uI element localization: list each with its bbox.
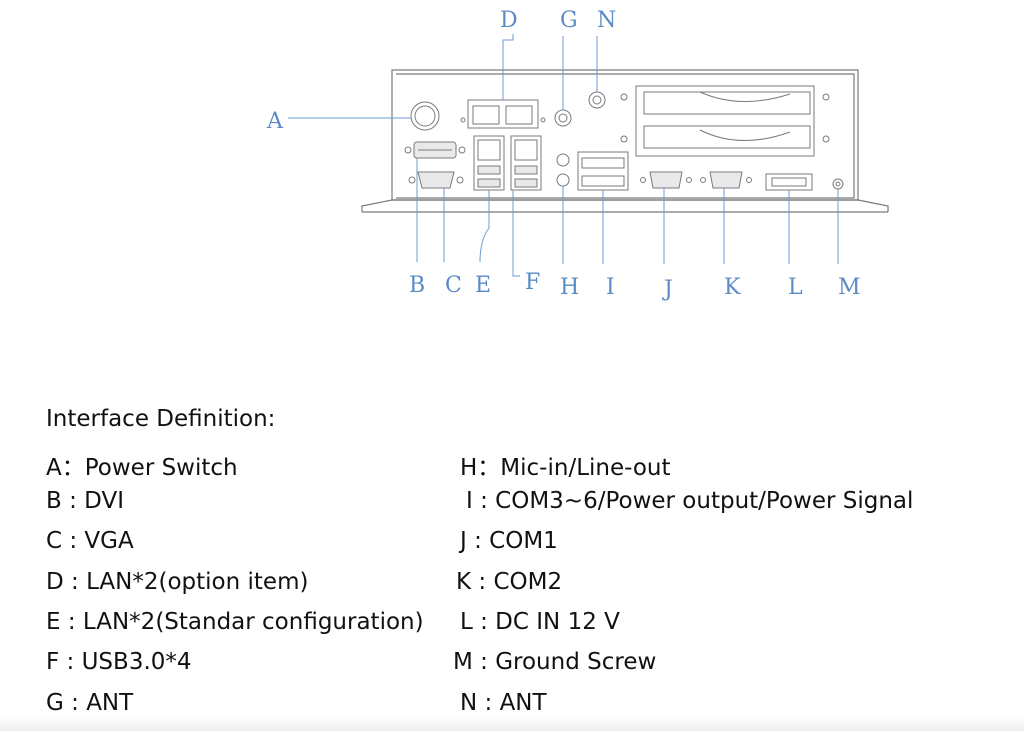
definition-g: G : ANT bbox=[46, 690, 134, 716]
fan-bay-part bbox=[620, 85, 830, 157]
definition-j: J : COM1 bbox=[460, 528, 558, 554]
callout-c: C bbox=[445, 273, 462, 298]
vga-port-part bbox=[408, 171, 464, 189]
definition-a: A：Power Switch bbox=[46, 455, 238, 481]
definition-h: H：Mic-in/Line-out bbox=[460, 455, 671, 481]
leader-lines bbox=[288, 34, 839, 277]
definition-b: B : DVI bbox=[46, 488, 124, 514]
chassis bbox=[361, 69, 889, 213]
callout-k: K bbox=[724, 275, 741, 300]
definition-k: K : COM2 bbox=[456, 569, 563, 595]
callout-l: L bbox=[788, 275, 803, 300]
definition-l: L : DC IN 12 V bbox=[460, 609, 620, 635]
com-ports-part bbox=[640, 171, 752, 189]
dvi-port-part bbox=[404, 141, 466, 159]
callout-a: A bbox=[266, 109, 284, 134]
definition-c: C : VGA bbox=[46, 528, 134, 554]
lan-usb-stacks-part bbox=[473, 135, 542, 191]
callout-j: J bbox=[662, 277, 673, 302]
audio-jacks-part bbox=[556, 153, 570, 187]
callout-i: I bbox=[606, 275, 615, 300]
definition-f: F : USB3.0*4 bbox=[46, 649, 192, 675]
callout-f: F bbox=[525, 270, 540, 295]
definition-d: D : LAN*2(option item) bbox=[46, 569, 309, 595]
definition-n: N : ANT bbox=[460, 690, 547, 716]
lan-option-ports-part bbox=[460, 99, 546, 129]
definition-m: M : Ground Screw bbox=[453, 649, 657, 675]
callout-b: B bbox=[409, 273, 425, 298]
callout-h: H bbox=[560, 275, 579, 300]
bottom-shade bbox=[0, 715, 1024, 731]
ground-screw-part bbox=[832, 178, 844, 190]
dc-in-part bbox=[765, 173, 813, 191]
power-switch-part bbox=[410, 101, 440, 131]
interface-definition-title: Interface Definition: bbox=[46, 406, 276, 432]
definition-i: I : COM3~6/Power output/Power Signal bbox=[466, 488, 914, 514]
terminal-block-part bbox=[577, 151, 629, 191]
callout-labels: A B C D E F G H I J K L M N bbox=[266, 8, 861, 302]
rear-panel-diagram: A B C D E F G H I J K L M N bbox=[266, 8, 889, 302]
callout-m: M bbox=[838, 275, 861, 300]
callout-g: G bbox=[560, 8, 578, 33]
callout-e: E bbox=[475, 273, 491, 298]
definition-e: E : LAN*2(Standar configuration) bbox=[46, 609, 424, 635]
callout-d: D bbox=[500, 8, 518, 33]
callout-n: N bbox=[597, 8, 616, 33]
